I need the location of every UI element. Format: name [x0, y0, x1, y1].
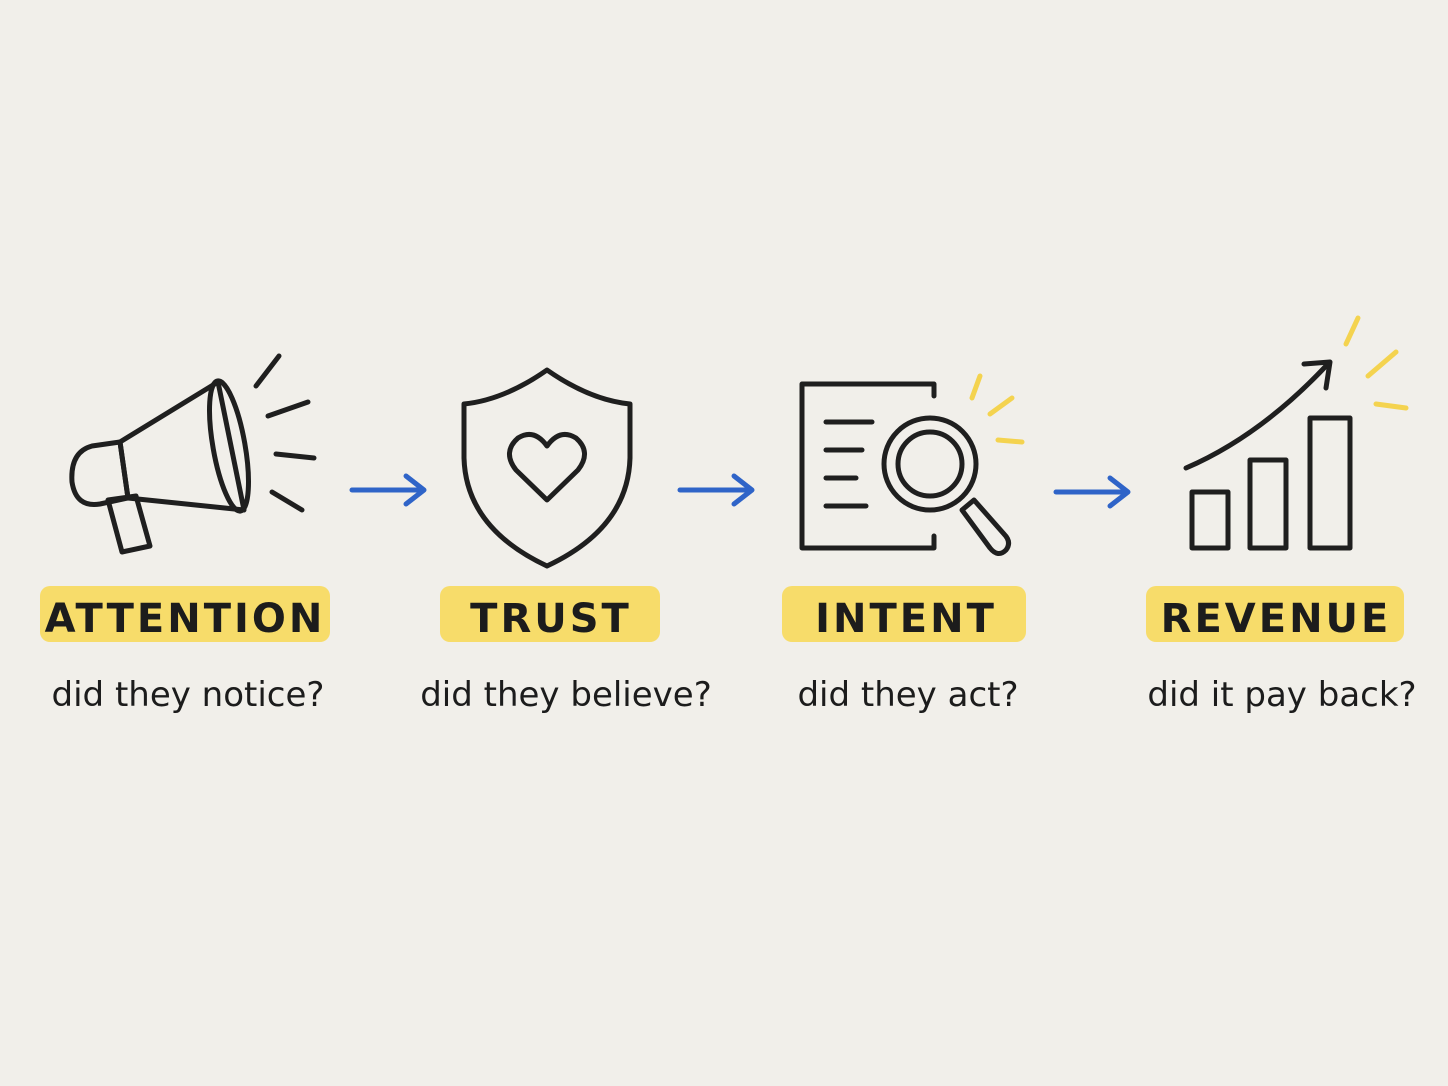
stage-question: did they act?: [797, 675, 1018, 715]
label-highlight: [40, 586, 330, 642]
label-highlight: [440, 586, 660, 642]
growth-bar-chart-icon: [1183, 315, 1409, 551]
label-highlight: [782, 586, 1026, 642]
stage-label: INTENT: [815, 596, 997, 642]
stage-question: did they notice?: [52, 675, 325, 715]
megaphone-icon: [69, 353, 317, 555]
heart-icon: [507, 431, 587, 503]
stage-label: REVENUE: [1161, 596, 1392, 642]
stage-question: did it pay back?: [1147, 675, 1416, 715]
stage-question: did they believe?: [420, 675, 712, 715]
label-highlight: [1146, 586, 1404, 642]
document-magnifier-icon: [799, 373, 1025, 556]
stage-label: ATTENTION: [45, 596, 326, 642]
stage-attention: ATTENTION did they notice?: [40, 353, 330, 715]
arrow-right-icon: [677, 473, 755, 507]
stage-intent: INTENT did they act?: [782, 373, 1026, 715]
arrow-right-icon: [1053, 475, 1131, 509]
stage-trust: TRUST did they believe?: [420, 367, 712, 715]
stage-revenue: REVENUE did it pay back?: [1146, 315, 1417, 715]
stage-label: TRUST: [470, 596, 632, 642]
shield-heart-icon: [461, 367, 633, 569]
arrow-right-icon: [349, 473, 427, 507]
